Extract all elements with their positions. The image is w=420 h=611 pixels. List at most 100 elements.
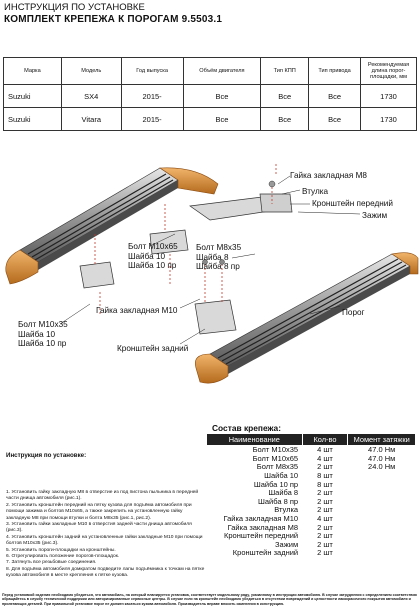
table-row: Suzuki Vitara 2015- Все Все Все 1730 bbox=[3, 107, 417, 131]
instructions-list: 1. Установить гайку закладную М8 в отвер… bbox=[6, 490, 206, 580]
cell-drive: Все bbox=[308, 107, 362, 131]
col-torque: Момент затяжки bbox=[347, 433, 416, 446]
col-length: Рекомендуемая длина порог-площадки, мм bbox=[360, 57, 417, 85]
instruction-step: 6. Отрегулировать положение порогов-площ… bbox=[6, 554, 120, 560]
callout-bolt-m10x65: Болт М10х65 Шайба 10 Шайба 10 пр bbox=[128, 242, 178, 270]
callout-bolt-m10x35: Болт М10х35 Шайба 10 Шайба 10 пр bbox=[18, 320, 68, 348]
cell-make: Suzuki bbox=[3, 107, 62, 131]
col-drive: Тип привода bbox=[308, 57, 362, 85]
kit-item-qty: 2 шт bbox=[317, 505, 333, 515]
cell-length: 1730 bbox=[360, 84, 417, 108]
kit-item-torque bbox=[348, 506, 416, 515]
kit-item-name: Болт М10х65 bbox=[252, 453, 299, 463]
kit-item-name: Гайка закладная М10 bbox=[223, 513, 299, 523]
callout-bolt-m8x35: Болт М8х35 Шайба 8 Шайба 8 пр bbox=[196, 243, 242, 271]
kit-item-torque bbox=[348, 472, 416, 481]
table-row: Болт М10х35 4 шт 47.0 Нм bbox=[207, 446, 416, 455]
kit-item-torque bbox=[348, 489, 416, 498]
application-table: Марка Модель Год выпуска Объём двигателя… bbox=[3, 57, 417, 131]
kit-item-name: Шайба 8 пр bbox=[258, 496, 299, 506]
instruction-step: 3. Установить гайки закладные М10 в отве… bbox=[6, 522, 192, 534]
kit-title-header: КОМПЛЕКТ КРЕПЕЖА К ПОРОГАМ 9.5503.1 bbox=[4, 14, 223, 25]
cell-gearbox: Все bbox=[260, 107, 310, 131]
kit-item-torque: 24.0 Нм bbox=[368, 462, 396, 472]
kit-item-torque bbox=[348, 549, 416, 558]
kit-item-name: Гайка закладная М8 bbox=[227, 522, 299, 532]
kit-item-qty: 2 шт bbox=[317, 488, 333, 498]
kit-item-name: Шайба 8 bbox=[268, 488, 299, 498]
cell-engine: Все bbox=[182, 84, 262, 108]
table-row: Гайка закладная М10 4 шт bbox=[207, 515, 416, 524]
table-row: Шайба 8 пр 2 шт bbox=[207, 496, 416, 507]
left-brackets-drawing bbox=[79, 204, 189, 314]
instruction-step: 4. Установить кронштейн задний на устано… bbox=[6, 534, 203, 547]
cell-year: 2015- bbox=[120, 107, 184, 131]
kit-table-header: Наименование Кол-во Момент затяжки bbox=[206, 433, 416, 446]
kit-item-name: Шайба 10 bbox=[264, 470, 299, 480]
table-row: Кронштейн передний 2 шт bbox=[207, 532, 416, 541]
kit-item-qty: 2 шт bbox=[317, 548, 333, 558]
kit-item-torque: 47.0 Нм bbox=[368, 453, 396, 463]
cell-make: Suzuki bbox=[3, 84, 62, 108]
instruction-step: 1. Установить гайку закладную М8 в отвер… bbox=[6, 490, 199, 502]
callout-rear-bracket: Кронштейн задний bbox=[117, 344, 189, 353]
instructions-title: Инструкция по установке: bbox=[6, 452, 87, 459]
kit-item-torque: 47.0 Нм bbox=[368, 445, 396, 455]
instruction-step: 2. Установить кронштейн передний на пятк… bbox=[6, 502, 192, 521]
installation-drawing bbox=[5, 164, 419, 384]
kit-item-qty: 2 шт bbox=[317, 522, 333, 532]
application-table-header: Марка Модель Год выпуска Объём двигателя… bbox=[3, 57, 417, 85]
threshold-right-drawing bbox=[195, 252, 419, 384]
kit-item-qty: 2 шт bbox=[317, 496, 333, 506]
instruction-header: ИНСТРУКЦИЯ ПО УСТАНОВКЕ bbox=[4, 2, 145, 13]
kit-item-name: Кронштейн задний bbox=[232, 548, 299, 558]
col-year: Год выпуска bbox=[120, 57, 184, 85]
col-make: Марка bbox=[3, 57, 62, 85]
kit-item-torque bbox=[348, 515, 416, 524]
kit-item-name: Болт М8х35 bbox=[256, 462, 299, 472]
cell-length: 1730 bbox=[360, 107, 417, 131]
table-row: Шайба 8 2 шт bbox=[207, 489, 416, 498]
cell-engine: Все bbox=[182, 107, 262, 131]
callout-threshold: Порог bbox=[342, 308, 365, 317]
callout-nut-m8: Гайка закладная М8 bbox=[290, 171, 367, 180]
table-row: Болт М8х35 2 шт 24.0 Нм bbox=[207, 463, 416, 472]
instruction-step: 5. Установить пороги-площадки на кронште… bbox=[6, 547, 116, 553]
kit-item-torque bbox=[348, 541, 416, 550]
kit-item-qty: 4 шт bbox=[317, 445, 333, 455]
col-model: Модель bbox=[60, 57, 122, 85]
kit-item-name: Шайба 10 пр bbox=[253, 479, 299, 489]
kit-item-name: Болт М10х35 bbox=[252, 445, 299, 455]
cell-drive: Все bbox=[308, 84, 362, 108]
kit-item-torque bbox=[348, 523, 416, 532]
threshold-left-drawing bbox=[5, 167, 219, 285]
callout-nut-m10: Гайка закладная М10 bbox=[96, 306, 178, 315]
leader-lines bbox=[59, 175, 361, 345]
table-row: Шайба 10 8 шт bbox=[207, 472, 416, 481]
kit-item-name: Кронштейн передний bbox=[223, 531, 299, 541]
callout-front-bracket: Кронштейн передний bbox=[312, 199, 393, 208]
kit-item-qty: 4 шт bbox=[317, 453, 333, 463]
table-row: Болт М10х65 4 шт 47.0 Нм bbox=[207, 453, 416, 464]
kit-item-qty: 2 шт bbox=[317, 462, 333, 472]
col-gearbox: Тип КПП bbox=[260, 57, 310, 85]
kit-table-title: Состав крепежа: bbox=[212, 423, 282, 433]
table-row: Втулка 2 шт bbox=[207, 506, 416, 515]
callout-bushing: Втулка bbox=[302, 187, 329, 196]
cell-model: Vitara bbox=[60, 107, 122, 131]
kit-item-name: Втулка bbox=[274, 505, 299, 515]
col-qty: Кол-во bbox=[301, 433, 349, 446]
instruction-step: 7. Затянуть все резьбовые соединения. bbox=[6, 560, 97, 566]
col-engine: Объём двигателя bbox=[182, 57, 262, 85]
kit-table: Наименование Кол-во Момент затяжки Болт … bbox=[206, 433, 416, 558]
rear-bracket-drawing bbox=[194, 259, 237, 335]
table-row: Кронштейн задний 2 шт bbox=[207, 549, 416, 558]
cell-model: SX4 bbox=[60, 84, 122, 108]
kit-item-qty: 4 шт bbox=[317, 513, 333, 523]
kit-item-qty: 8 шт bbox=[317, 470, 333, 480]
kit-item-qty: 2 шт bbox=[317, 531, 333, 541]
cell-gearbox: Все bbox=[260, 84, 310, 108]
table-row: Suzuki SX4 2015- Все Все Все 1730 bbox=[3, 84, 417, 108]
